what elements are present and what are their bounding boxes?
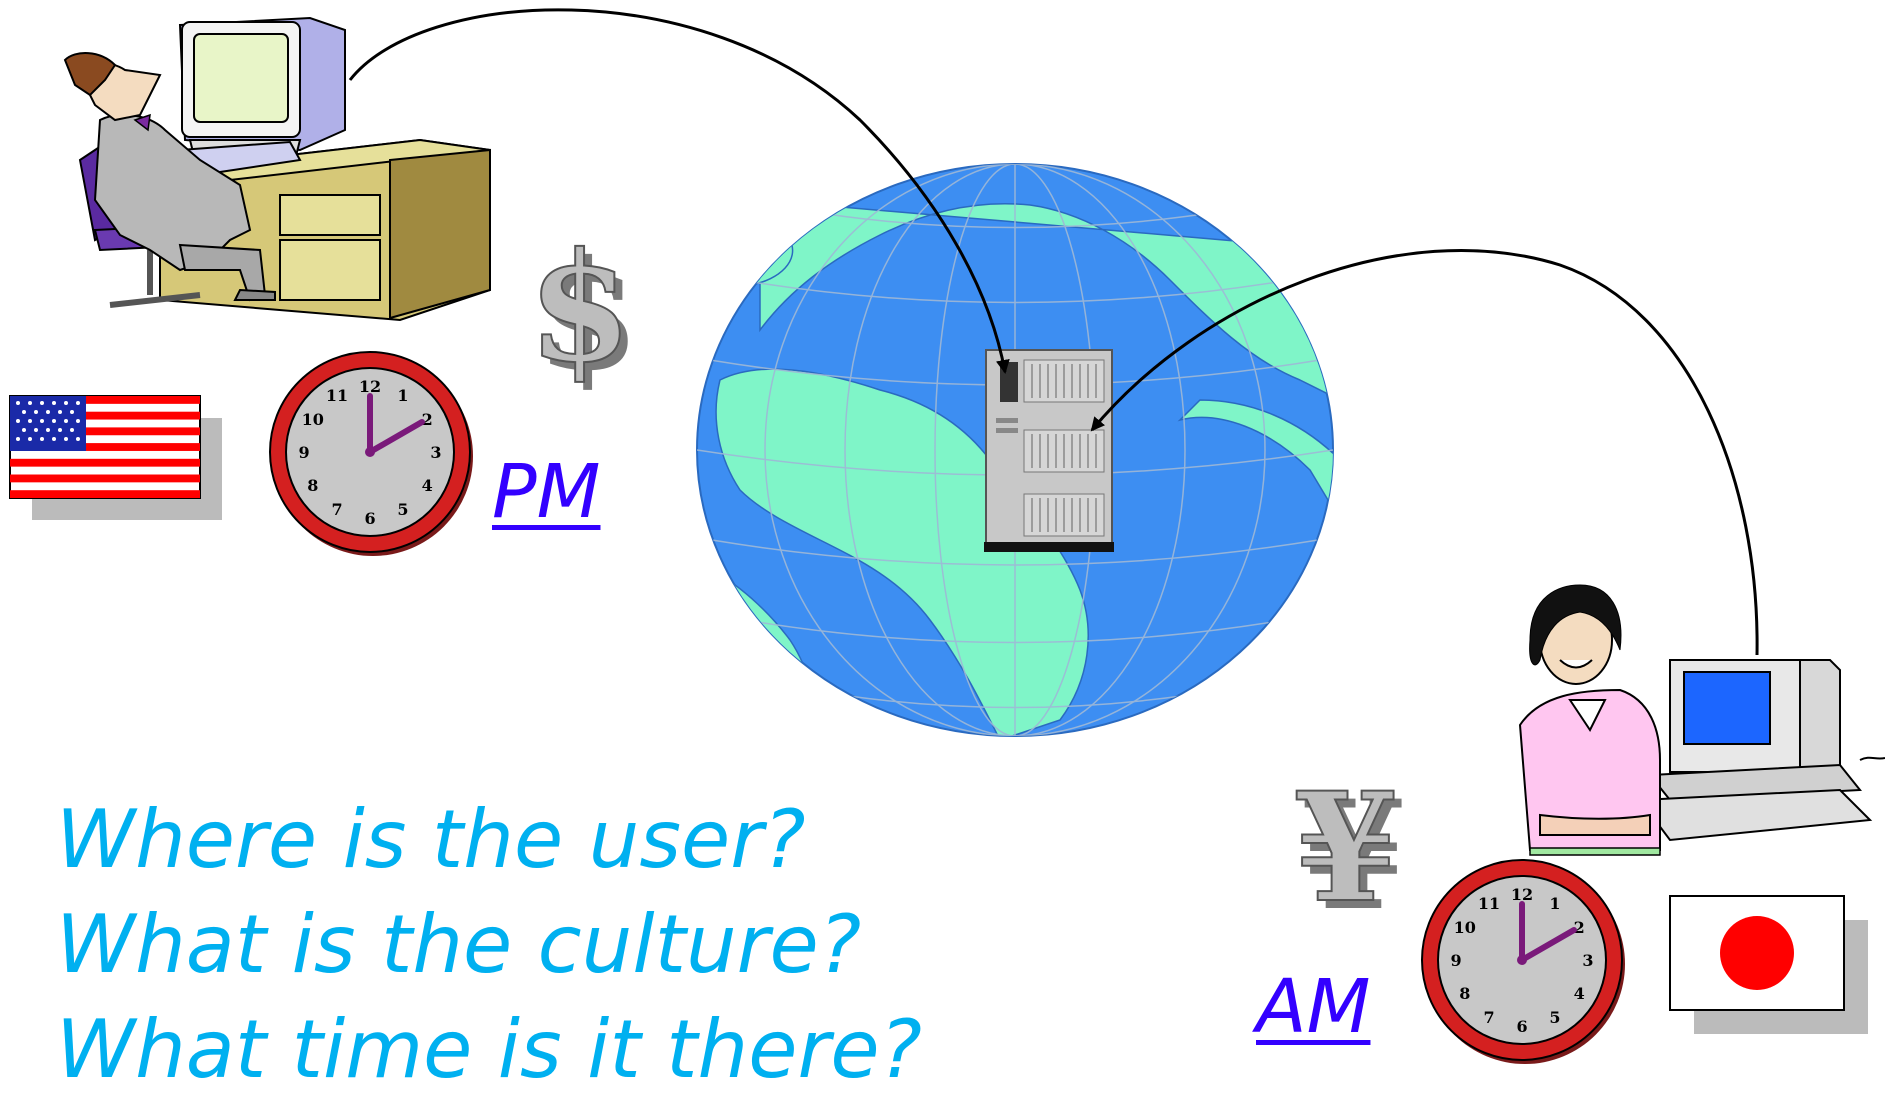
man-at-desk: [63, 16, 491, 322]
clock-number: 5: [397, 500, 408, 519]
clock-number: 12: [359, 377, 381, 396]
question-time: What time is it there?: [56, 1003, 923, 1096]
yen-symbol-shadow: ¥: [1302, 768, 1406, 944]
usa-flag: [9, 395, 222, 520]
clock-number: 10: [302, 410, 324, 429]
clock-number: 8: [1459, 984, 1470, 1003]
clock-number: 7: [331, 500, 342, 519]
pm-label: PM: [492, 449, 601, 535]
clock-number: 6: [364, 509, 375, 528]
minute-hand: [367, 419, 425, 455]
dollar-symbol-shadow: $: [536, 228, 640, 404]
question-culture: What is the culture?: [56, 898, 862, 991]
clock-number: 6: [1516, 1017, 1527, 1036]
am-label: AM: [1256, 964, 1371, 1050]
woman-at-computer: [1518, 584, 1885, 856]
clock-number: 1: [1549, 894, 1560, 913]
server-icon: [984, 349, 1114, 552]
clock-number: 9: [298, 443, 309, 462]
clock-number: 7: [1483, 1008, 1494, 1027]
clock-number: 9: [1450, 951, 1461, 970]
minute-hand: [1519, 927, 1577, 963]
clock-number: 3: [430, 443, 441, 462]
clock-number: 8: [307, 476, 318, 495]
clock-number: 10: [1454, 918, 1476, 937]
clock-number: 4: [1574, 984, 1585, 1003]
yen-icon: ¥ ¥: [1293, 759, 1406, 944]
clock-number: 11: [326, 386, 348, 405]
arrow-right-user-to-server: [1090, 249, 1759, 656]
clock-number: 3: [1582, 951, 1593, 970]
clock-number: 1: [397, 386, 408, 405]
arrow-left-user-to-server: [348, 8, 1010, 374]
dollar-symbol: $: [528, 220, 632, 396]
clock-number: 11: [1478, 894, 1500, 913]
clock-number: 12: [1511, 885, 1533, 904]
clock-number: 2: [422, 410, 433, 429]
clock-number: 2: [1574, 918, 1585, 937]
question-location: Where is the user?: [56, 793, 806, 886]
yen-symbol: ¥: [1294, 760, 1398, 936]
japan-flag: [1669, 895, 1868, 1034]
clock-number: 4: [422, 476, 433, 495]
dollar-icon: $ $: [527, 219, 640, 404]
clock-number: 5: [1549, 1008, 1560, 1027]
